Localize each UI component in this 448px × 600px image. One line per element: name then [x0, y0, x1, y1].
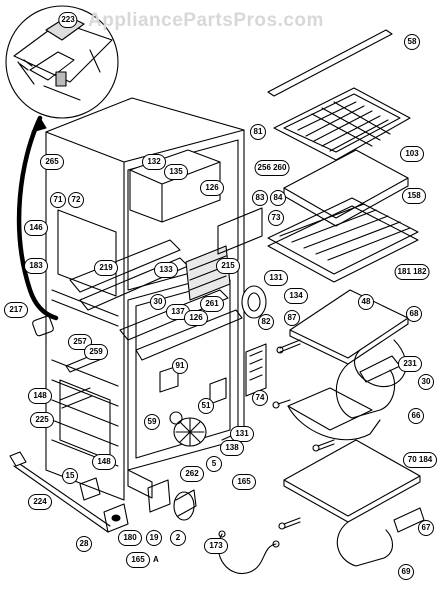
callout-261: 261	[200, 296, 224, 312]
callout-217: 217	[4, 302, 28, 318]
callout-132: 132	[142, 154, 166, 170]
callout-19: 19	[146, 530, 162, 546]
callout-81: 81	[250, 124, 266, 140]
callout-70-184: 70 184	[403, 452, 437, 468]
oven-racks	[267, 197, 419, 283]
callout-215: 215	[216, 258, 240, 274]
callout-66: 66	[408, 408, 424, 424]
callout-74: 74	[252, 390, 268, 406]
callout-165-right: 165	[232, 474, 256, 490]
callout-30-upper: 30	[150, 294, 166, 310]
callout-28: 28	[76, 536, 92, 552]
callout-83: 83	[252, 190, 268, 206]
callout-231: 231	[398, 356, 422, 372]
callout-158: 158	[402, 188, 426, 204]
callout-58: 58	[404, 34, 420, 50]
callout-73: 73	[268, 210, 284, 226]
callout-91: 91	[172, 358, 188, 374]
callout-148-upper: 148	[28, 388, 52, 404]
broil-element	[272, 387, 381, 441]
callout-67: 67	[418, 520, 434, 536]
callout-68: 68	[406, 306, 422, 322]
callout-223: 223	[58, 12, 78, 28]
callout-133: 133	[154, 262, 178, 278]
callout-51: 51	[198, 398, 214, 414]
watermark: AppliancePartsPros.com	[88, 10, 324, 31]
callout-146: 146	[24, 220, 48, 236]
broiler-tray	[283, 149, 409, 227]
callout-138: 138	[220, 440, 244, 456]
callout-126-upper: 126	[200, 180, 224, 196]
upper-bake-element	[276, 289, 409, 419]
callout-165-left: 165	[126, 552, 150, 568]
callout-219: 219	[94, 260, 118, 276]
inset-arrow	[16, 115, 59, 321]
callout-131-upper: 131	[264, 270, 288, 286]
callout-224: 224	[28, 494, 52, 510]
callout-87: 87	[284, 310, 300, 326]
callout-71: 71	[50, 192, 66, 208]
callout-225: 225	[30, 412, 54, 428]
callout-131-lower: 131	[230, 426, 254, 442]
callout-84: 84	[270, 190, 286, 206]
callout-59: 59	[144, 414, 160, 430]
callout-180: 180	[118, 530, 142, 546]
callout-126-lower: 126	[184, 310, 208, 326]
callout-265: 265	[40, 154, 64, 170]
callout-82: 82	[258, 314, 274, 330]
callout-148-lower: 148	[92, 454, 116, 470]
callout-173: 173	[204, 538, 228, 554]
callout-15: 15	[62, 468, 78, 484]
callout-69: 69	[398, 564, 414, 580]
callout-5: 5	[206, 456, 222, 472]
callout-30-lower: 30	[418, 374, 434, 390]
callout-181-182: 181 182	[394, 264, 430, 280]
top-trim-strip	[267, 29, 393, 97]
callout-259: 259	[84, 344, 108, 360]
callout-183: 183	[24, 258, 48, 274]
callout-72: 72	[68, 192, 84, 208]
callout-262: 262	[180, 466, 204, 482]
bottom-bake-element	[278, 439, 425, 567]
callout-135: 135	[164, 164, 188, 180]
callout-2: 2	[170, 530, 186, 546]
callout-256-260: 256 260	[254, 160, 290, 176]
callout-48: 48	[358, 294, 374, 310]
callout-134: 134	[284, 288, 308, 304]
callout-165-suffix: A	[153, 555, 159, 564]
broiler-pan	[273, 87, 411, 161]
callout-103: 103	[400, 146, 424, 162]
